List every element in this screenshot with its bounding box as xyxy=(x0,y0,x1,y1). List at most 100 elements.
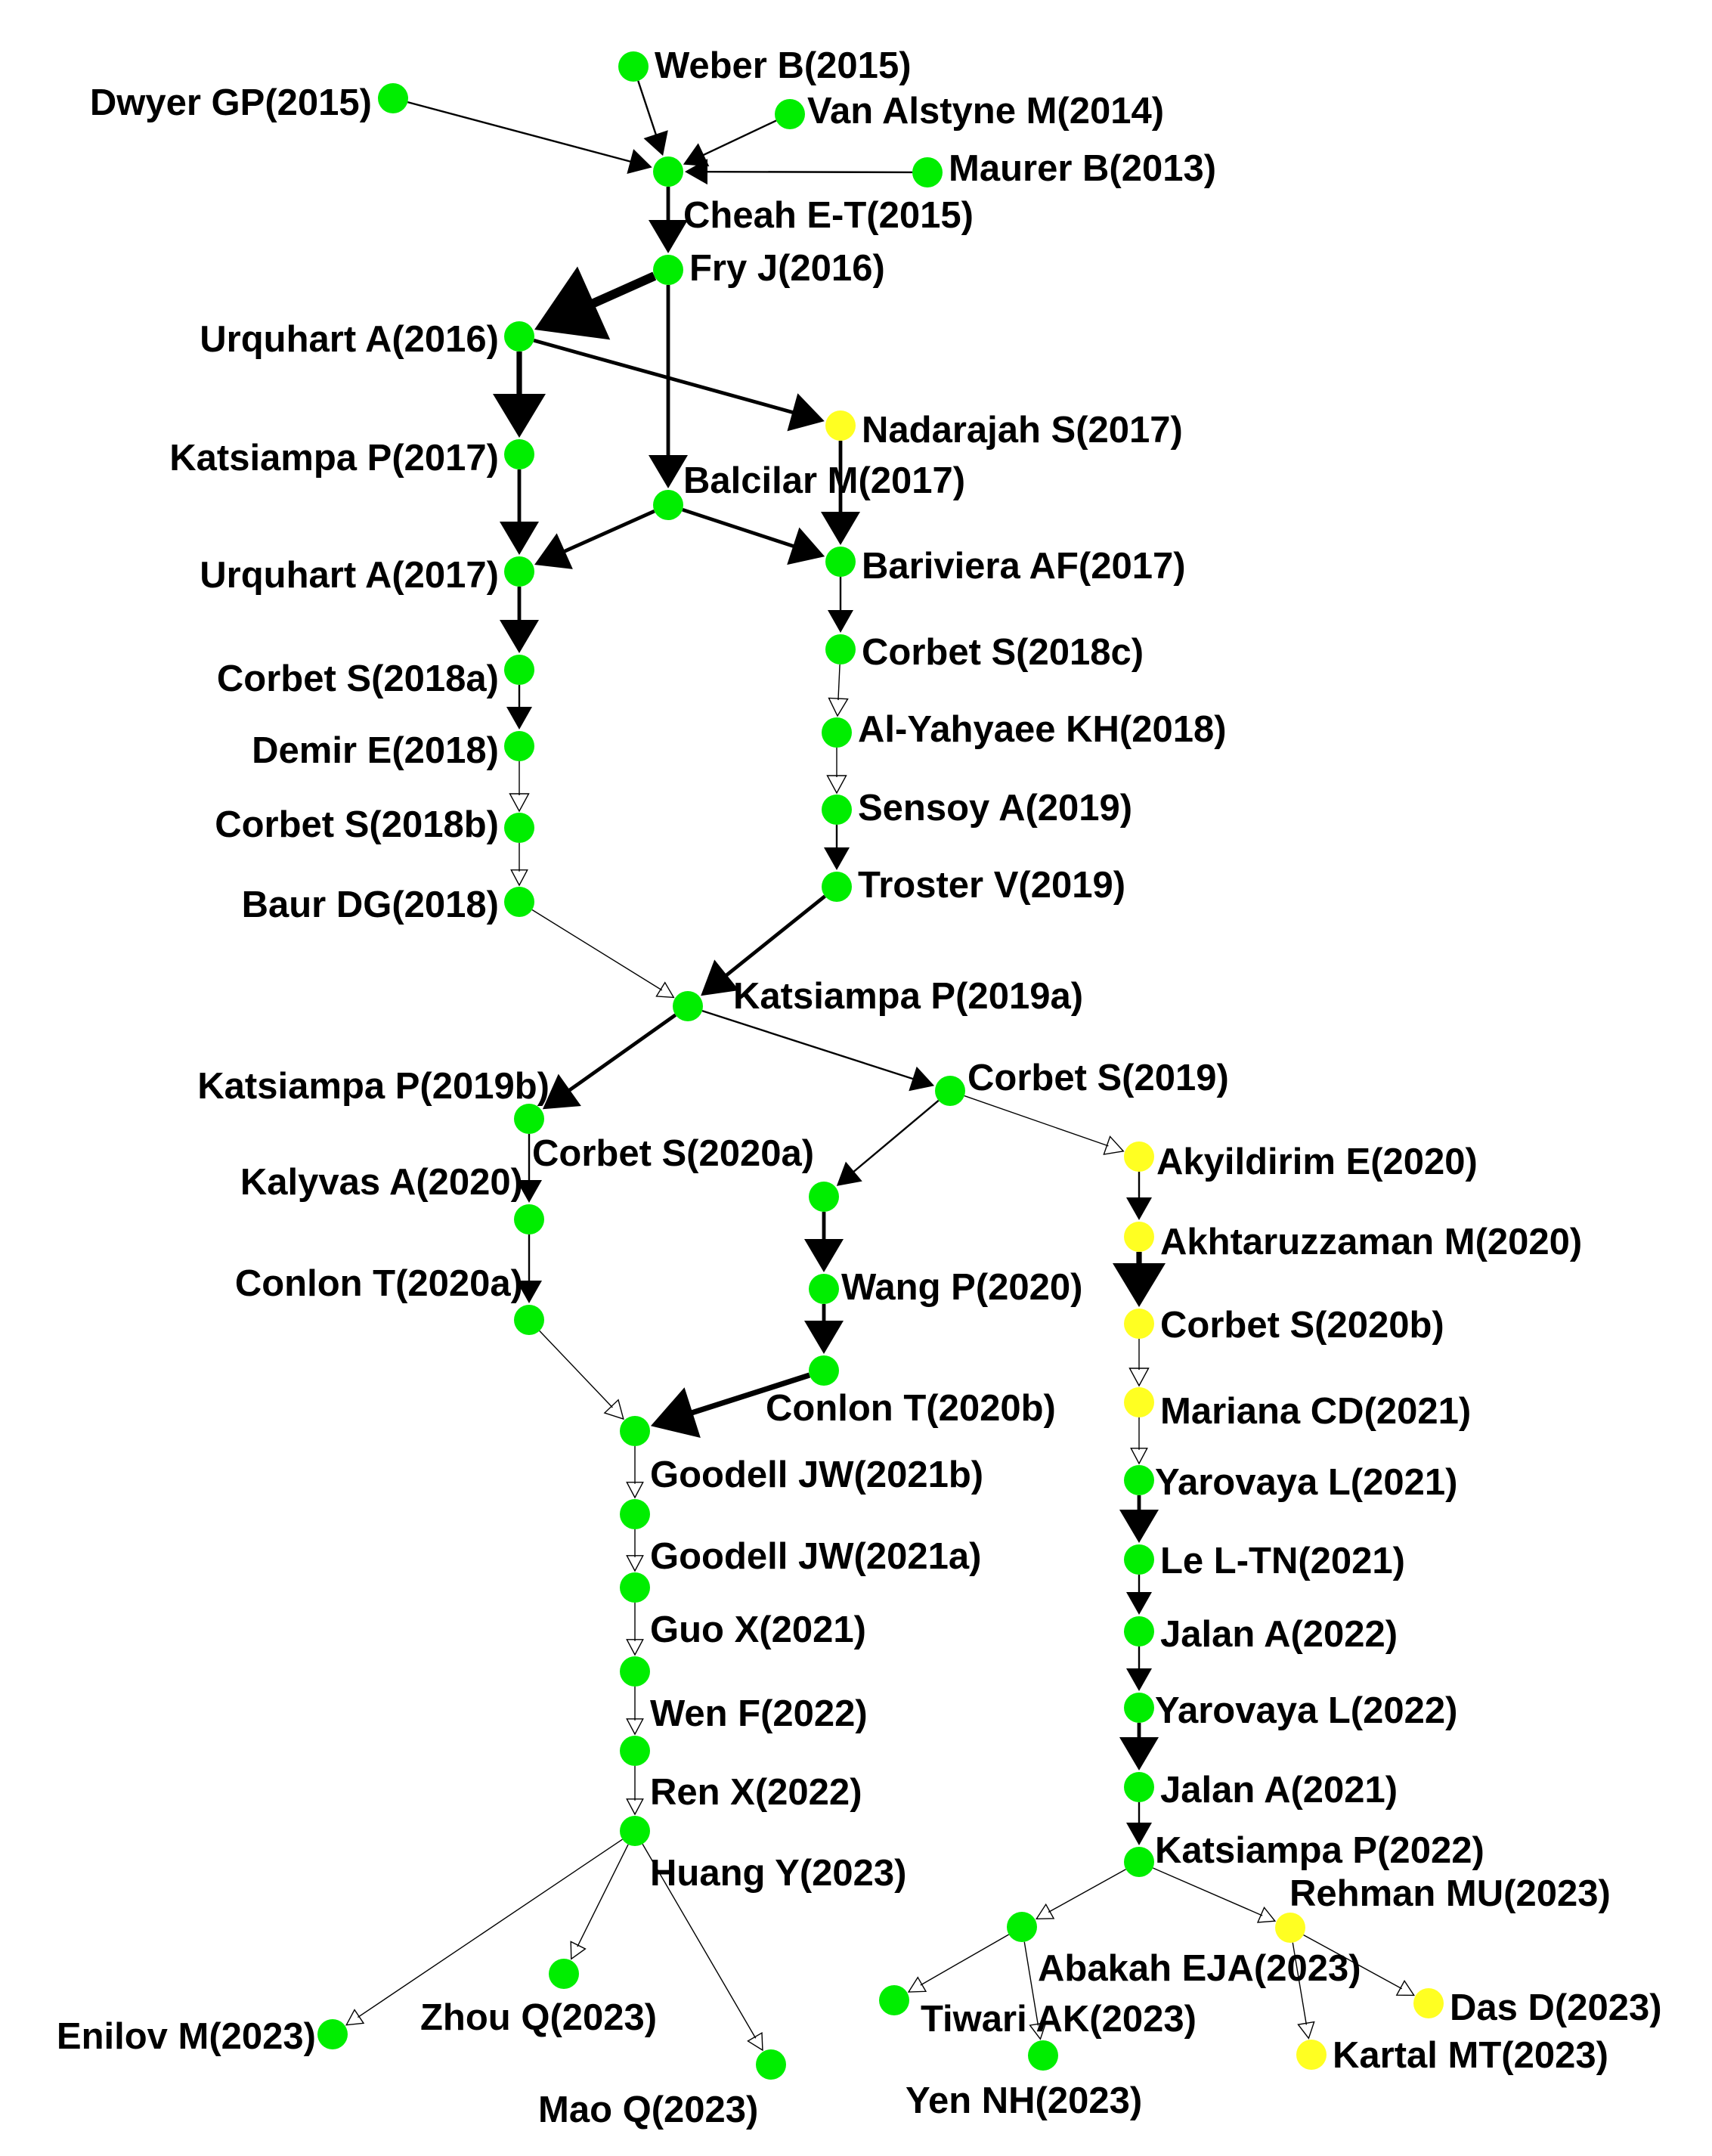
node-sensoy2019 xyxy=(822,795,852,825)
node-yarovaya2022 xyxy=(1124,1693,1154,1723)
node-demir2018 xyxy=(504,731,534,761)
node-label-conlon2020b: Conlon T(2020b) xyxy=(766,1388,1056,1429)
citation-edge xyxy=(626,1603,644,1656)
node-guo2021 xyxy=(620,1572,650,1603)
node-label-bariviera2017: Bariviera AF(2017) xyxy=(862,546,1186,587)
node-alyahyaee2018 xyxy=(822,717,852,748)
node-le2021 xyxy=(1124,1544,1154,1575)
citation-edge xyxy=(510,843,528,887)
node-goodell2021b xyxy=(620,1416,650,1446)
citation-edge xyxy=(682,507,825,565)
node-label-goodell2021a: Goodell JW(2021a) xyxy=(650,1536,981,1577)
citation-edge xyxy=(626,1687,644,1736)
node-label-jalan2022: Jalan A(2022) xyxy=(1160,1614,1398,1655)
citation-edge xyxy=(828,664,849,717)
node-katsiampa2019a xyxy=(673,991,703,1021)
node-label-corbet2020b: Corbet S(2020b) xyxy=(1160,1305,1444,1346)
node-label-huang2023: Huang Y(2023) xyxy=(650,1853,906,1894)
node-huang2023 xyxy=(620,1816,650,1846)
citation-edge xyxy=(500,587,539,653)
node-label-jalan2021: Jalan A(2021) xyxy=(1160,1770,1398,1811)
citation-edge xyxy=(649,187,688,253)
node-label-fry2016: Fry J(2016) xyxy=(689,248,885,289)
citation-edge xyxy=(626,1766,644,1816)
citation-edge xyxy=(701,894,826,996)
node-label-enilov2023: Enilov M(2023) xyxy=(57,2016,316,2057)
citation-edge xyxy=(650,1372,811,1438)
citation-edge xyxy=(683,119,777,167)
node-corbet2020b xyxy=(1124,1309,1154,1339)
citation-edge xyxy=(826,748,847,795)
node-label-urquhart2016: Urquhart A(2016) xyxy=(200,319,499,360)
citation-edge xyxy=(345,1838,623,2026)
node-label-rehman2023: Rehman MU(2023) xyxy=(1289,1873,1611,1914)
node-fry2016 xyxy=(653,255,683,285)
citation-edge xyxy=(407,101,652,175)
node-jalan2022 xyxy=(1124,1616,1154,1646)
citation-edge xyxy=(649,285,688,488)
node-label-corbet2018b: Corbet S(2018b) xyxy=(215,804,499,845)
node-katsiampa2019b xyxy=(514,1104,544,1134)
node-wang2020 xyxy=(809,1274,839,1304)
citation-edge xyxy=(907,1934,1010,1993)
node-label-mariana2021: Mariana CD(2021) xyxy=(1160,1391,1471,1432)
node-label-weber2015: Weber B(2015) xyxy=(655,45,912,86)
citation-edge xyxy=(531,909,675,999)
citation-edge xyxy=(1126,1575,1152,1615)
citation-edge xyxy=(964,1095,1125,1155)
node-abakah2023 xyxy=(1007,1912,1037,1942)
node-akyildirim2020 xyxy=(1124,1142,1154,1172)
node-enilov2023 xyxy=(317,2019,348,2049)
citation-edge xyxy=(804,1212,844,1272)
citation-edge xyxy=(534,266,657,340)
citation-edge xyxy=(1153,1867,1277,1923)
node-jalan2021 xyxy=(1124,1772,1154,1802)
citation-edge xyxy=(701,1010,935,1092)
node-conlon2020b xyxy=(809,1355,839,1386)
citation-edge xyxy=(500,469,539,555)
citation-edge xyxy=(637,80,668,156)
node-corbet2019 xyxy=(935,1076,965,1106)
node-label-demir2018: Demir E(2018) xyxy=(252,730,499,771)
citation-edge xyxy=(1119,1495,1159,1543)
citation-edge xyxy=(493,352,546,438)
node-label-yarovaya2022: Yarovaya L(2022) xyxy=(1155,1690,1457,1731)
node-kalyvas2020 xyxy=(514,1204,544,1234)
node-bariviera2017 xyxy=(825,547,856,577)
node-mariana2021 xyxy=(1124,1387,1154,1417)
citation-edge xyxy=(542,1013,677,1110)
node-label-baur2018: Baur DG(2018) xyxy=(242,884,499,925)
node-label-conlon2020a: Conlon T(2020a) xyxy=(235,1263,523,1304)
node-label-wen2022: Wen F(2022) xyxy=(650,1693,868,1734)
node-label-mao2023: Mao Q(2023) xyxy=(538,2089,758,2130)
node-katsiampa2022 xyxy=(1124,1847,1154,1877)
node-wen2022 xyxy=(620,1656,650,1687)
citation-edge xyxy=(1119,1723,1159,1770)
node-label-katsiampa2017: Katsiampa P(2017) xyxy=(169,438,499,479)
node-label-akyildirim2020: Akyildirim E(2020) xyxy=(1156,1142,1478,1182)
node-yen2023 xyxy=(1028,2040,1058,2071)
node-label-corbet2019: Corbet S(2019) xyxy=(967,1058,1229,1098)
node-label-le2021: Le L-TN(2021) xyxy=(1160,1541,1405,1581)
node-label-katsiampa2019b: Katsiampa P(2019b) xyxy=(197,1066,550,1107)
node-katsiampa2017 xyxy=(504,439,534,469)
citation-edge xyxy=(509,761,530,813)
node-label-katsiampa2022: Katsiampa P(2022) xyxy=(1155,1830,1484,1871)
node-maurer2013 xyxy=(912,157,943,187)
node-dwyer2015 xyxy=(378,83,408,113)
node-kartal2023 xyxy=(1296,2040,1327,2070)
citation-edge xyxy=(1292,1942,1315,2040)
citation-edge xyxy=(684,159,913,185)
citation-edge xyxy=(1130,1417,1148,1465)
citation-edge xyxy=(516,1234,542,1303)
node-label-kalyvas2020: Kalyvas A(2020) xyxy=(240,1162,523,1203)
node-label-cheah2015: Cheah E-T(2015) xyxy=(683,195,974,236)
edges-layer xyxy=(345,80,1416,2052)
node-cheah2015 xyxy=(653,156,683,187)
node-label-maurer2013: Maurer B(2013) xyxy=(949,148,1216,189)
node-balcilar2017 xyxy=(653,490,683,520)
citation-edge xyxy=(1113,1252,1166,1307)
node-tiwari2023 xyxy=(879,1985,909,2015)
node-label-das2023: Das D(2023) xyxy=(1450,1987,1662,2028)
